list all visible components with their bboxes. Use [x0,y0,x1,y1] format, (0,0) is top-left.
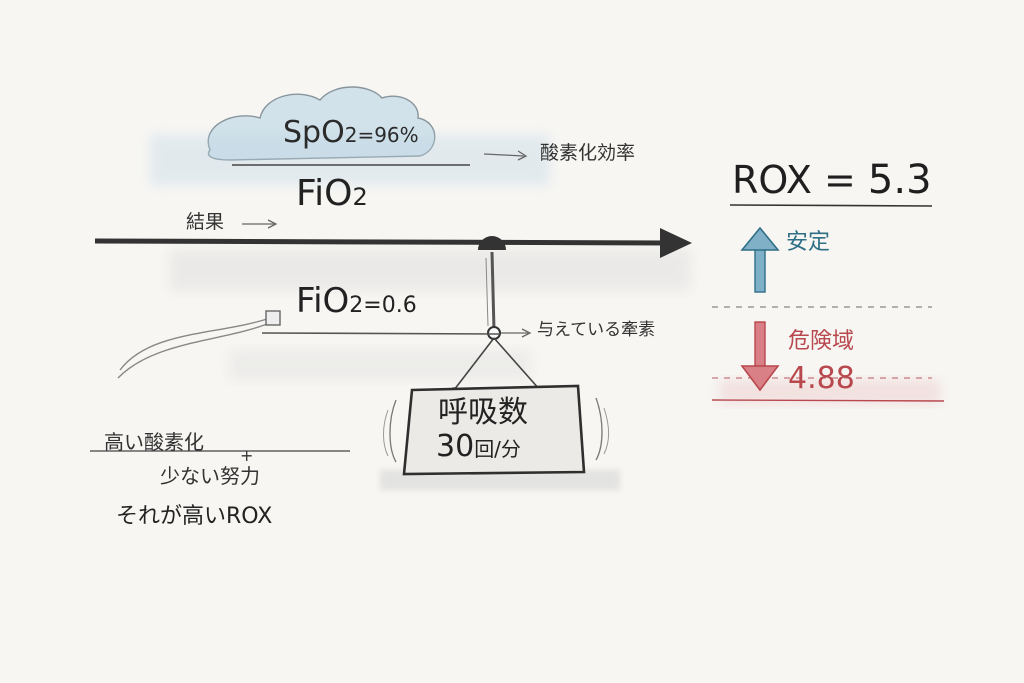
fio2-denominator: FiO2 [296,173,368,214]
pivot-icon [478,236,506,340]
note-plus: + [240,446,254,465]
note-low-effort: 少ない努力 [160,464,260,488]
respiratory-rate-value: 30回/分 [436,429,521,464]
main-beam-arrow [94,228,692,258]
fio2-value-label: FiO2=0.6 [296,281,417,321]
stable-label: 安定 [786,230,831,255]
arrow-icon [496,328,532,338]
note-high-rox: それが高いROX [116,504,273,529]
cloud-icon [150,86,550,185]
arrow-icon [242,219,278,229]
respiratory-rate-title: 呼吸数 [438,395,528,430]
lower-beam [261,332,501,335]
result-label: 結果 [186,211,225,233]
down-arrow-icon [740,321,780,392]
spo2-label: SpO2=96% [283,115,419,150]
note-high-oxygenation: 高い酸素化 [104,430,204,454]
rox-underline [729,204,933,207]
arrow-icon [483,150,528,161]
oxygen-efficiency-label: 酸素化効率 [540,142,636,164]
rox-value: ROX = 5.3 [732,157,932,203]
up-arrow-icon [740,226,780,293]
danger-underline [711,399,945,402]
oxygen-tube-icon [117,310,281,379]
danger-zone-label: 危険域 [788,329,855,354]
factors-label: 与えている牽素 [537,320,656,340]
danger-threshold-value: 4.88 [788,361,855,396]
respiratory-rate-sign [383,384,609,476]
